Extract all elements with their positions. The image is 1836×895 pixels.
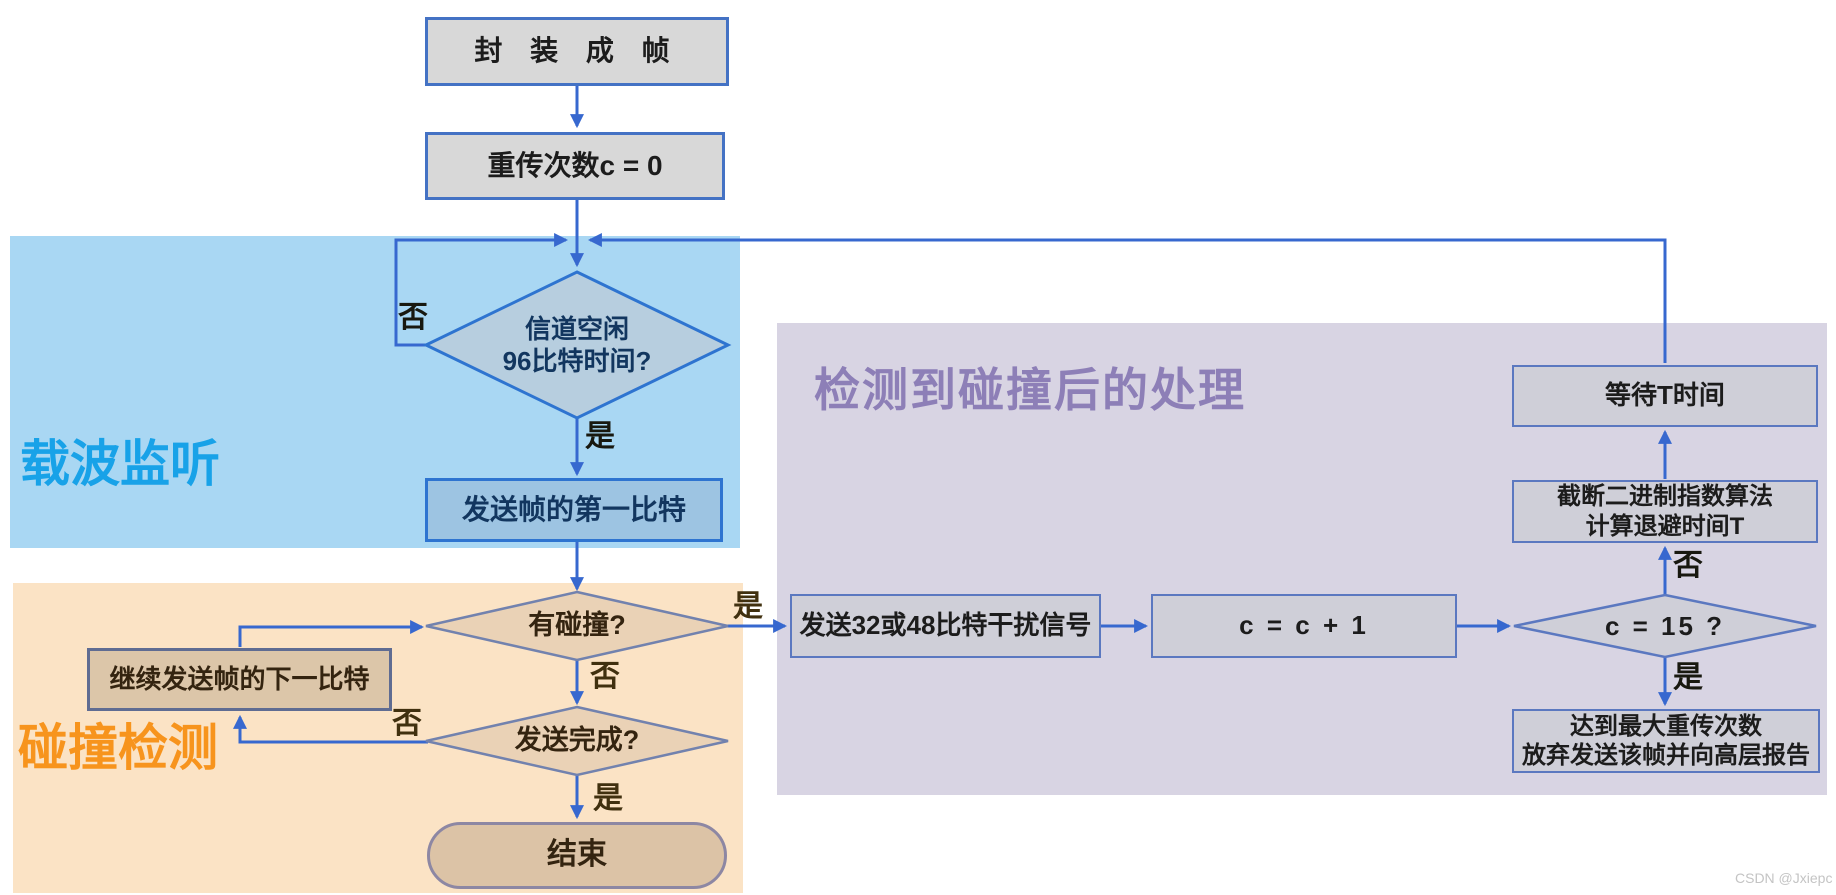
diamond-channel-idle [422,270,732,420]
node-encapsulate: 封 装 成 帧 [425,17,729,86]
node-send-jam: 发送32或48比特干扰信号 [790,594,1101,658]
diamond-has-collision [425,590,729,662]
label-done-yes: 是 [593,782,623,815]
node-give-up: 达到最大重传次数 放弃发送该帧并向高层报告 [1512,709,1820,773]
node-send-first-bit: 发送帧的第一比特 [425,478,723,542]
node-retry-init: 重传次数c = 0 [425,132,725,200]
diamond-c-equals-15 [1513,593,1817,659]
carrier-sense-title: 载波监听 [20,436,220,492]
edge-wait-return-loop [587,233,1667,363]
node-backoff: 截断二进制指数算法 计算退避时间T [1512,480,1818,543]
csdn-watermark: CSDN @Jxiepc [1735,870,1833,886]
edge-idle-no-loop [394,233,569,347]
node-end: 结束 [427,822,727,889]
collision-detect-title: 碰撞检测 [18,720,218,776]
diamond-c-equals-15-label: c = 15 ? [1604,610,1726,641]
label-c15-yes: 是 [1673,661,1703,694]
label-done-no: 否 [392,707,422,740]
diamond-send-done-label: 发送完成? [514,725,640,756]
edge-done-no-loop [233,714,428,744]
label-idle-no: 否 [398,301,428,334]
node-continue-next-bit: 继续发送帧的下一比特 [87,648,392,711]
diamond-send-done [425,705,729,777]
label-collision-yes: 是 [733,590,763,623]
label-idle-yes: 是 [585,420,615,453]
post-collision-title: 检测到碰撞后的处理 [814,364,1246,416]
edge-continue-to-collision [238,620,425,647]
diamond-channel-idle-label: 信道空闲 96比特时间? [502,313,652,377]
diamond-has-collision-label: 有碰撞? [528,610,626,641]
node-increment: c = c + 1 [1151,594,1457,658]
node-wait-t: 等待T时间 [1512,365,1818,427]
label-collision-no: 否 [590,660,620,693]
label-c15-no: 否 [1673,549,1703,582]
